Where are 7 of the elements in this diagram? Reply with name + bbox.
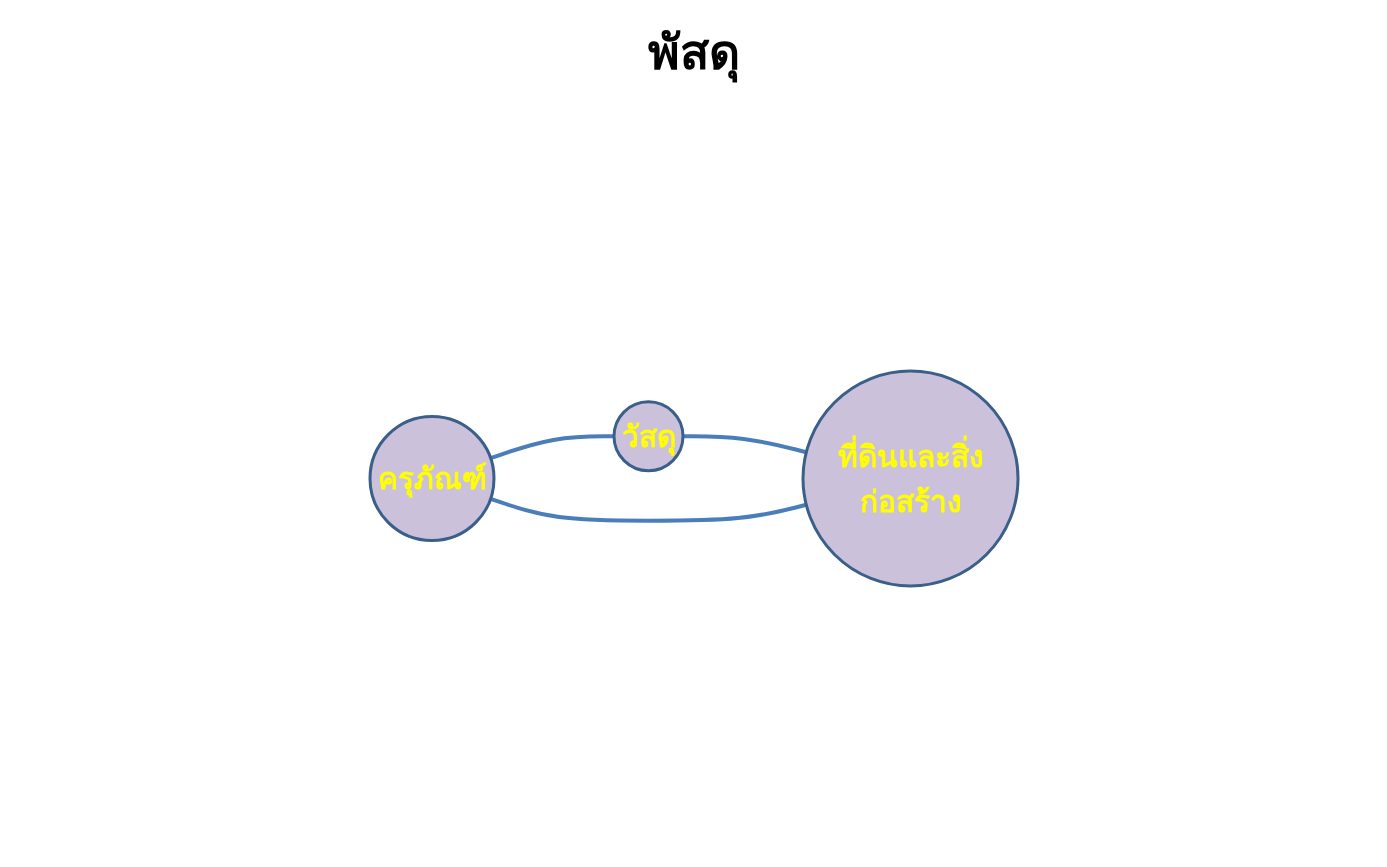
node-circle: วัสดุ xyxy=(612,400,684,473)
node-circle: ที่ดินและสิ่งก่อสร้าง xyxy=(801,369,1019,588)
node-circle: ครุภัณฑ์ xyxy=(368,415,495,542)
connector xyxy=(682,434,807,455)
connector xyxy=(489,434,614,461)
center-label: พัสดุ xyxy=(647,14,740,90)
connector xyxy=(489,496,807,523)
